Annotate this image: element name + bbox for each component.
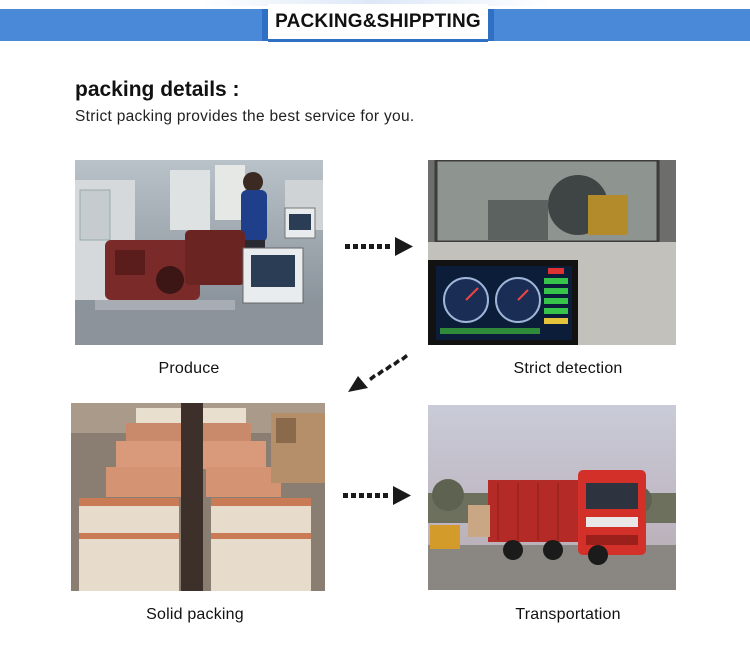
page-title: PACKING&SHIPPTING xyxy=(275,10,481,32)
arrow-right-icon xyxy=(345,237,413,256)
step-label-strict-detection: Strict detection xyxy=(513,360,623,377)
detection-photo xyxy=(428,160,676,345)
step-label-produce: Produce xyxy=(158,360,220,377)
arrow-down-left-icon xyxy=(348,354,408,392)
packing-photo xyxy=(71,403,325,591)
section-subheading: Strict packing provides the best service… xyxy=(75,108,415,125)
section-heading: packing details : xyxy=(75,78,240,101)
red-truck-photo-icon xyxy=(428,405,676,590)
banner-bar-right xyxy=(488,9,750,41)
factory-worker-photo-icon xyxy=(75,160,323,345)
wooden-crates-photo-icon xyxy=(71,403,325,591)
step-label-transportation: Transportation xyxy=(515,606,621,623)
transportation-photo xyxy=(428,405,676,590)
produce-photo xyxy=(75,160,323,345)
arrow-right-icon xyxy=(343,486,411,505)
engine-test-bench-photo-icon xyxy=(428,160,676,345)
header-banner: PACKING&SHIPPTING xyxy=(0,0,750,44)
banner-bar-left xyxy=(0,9,268,41)
banner-glow xyxy=(200,0,550,6)
step-label-solid-packing: Solid packing xyxy=(146,606,244,623)
banner-title-box: PACKING&SHIPPTING xyxy=(268,4,488,42)
